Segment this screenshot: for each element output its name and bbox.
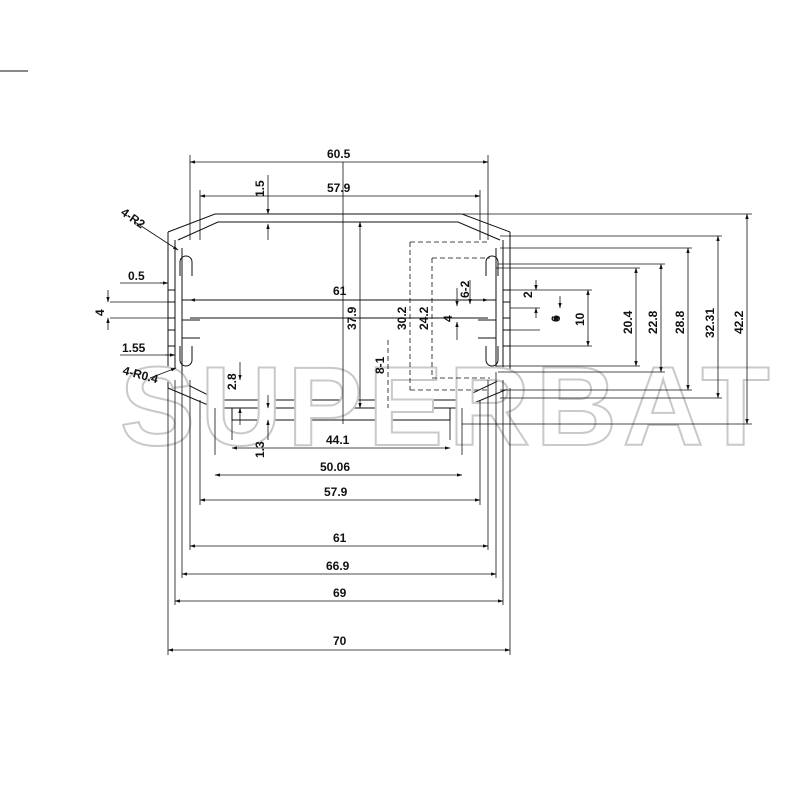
dim-2-8: 2.8 xyxy=(225,373,239,390)
dim-69: 69 xyxy=(333,586,347,600)
dim-4-left: 4 xyxy=(93,309,107,316)
watermark: SUPERBAT xyxy=(120,344,776,469)
dim-60-5: 60.5 xyxy=(327,147,351,161)
dim-1-55: 1.55 xyxy=(122,341,146,355)
dim-20-4: 20.4 xyxy=(621,310,635,334)
dim-10: 10 xyxy=(573,312,587,326)
dim-6-2: 6-2 xyxy=(458,280,472,298)
dim-44-1: 44.1 xyxy=(326,433,350,447)
dim-1-3: 1.3 xyxy=(253,441,267,458)
dim-6-right: 6 xyxy=(549,315,563,322)
dimension-lines xyxy=(106,160,749,652)
dim-61-bottom: 61 xyxy=(333,531,347,545)
dim-30-2: 30.2 xyxy=(395,306,409,330)
dim-0-5: 0.5 xyxy=(128,269,145,283)
dim-61-mid: 61 xyxy=(333,284,347,298)
dim-70: 70 xyxy=(333,634,347,648)
extension-lines xyxy=(110,155,752,655)
dim-57-9-bottom: 57.9 xyxy=(324,485,348,499)
dim-8-1: 8-1 xyxy=(373,356,387,374)
dim-1-5: 1.5 xyxy=(253,180,267,197)
dim-24-2: 24.2 xyxy=(417,306,431,330)
dim-4-mid: 4 xyxy=(441,315,455,322)
dim-37-9: 37.9 xyxy=(345,306,359,330)
dim-22-8: 22.8 xyxy=(646,310,660,334)
dim-50-06: 50.06 xyxy=(320,460,350,474)
dim-42-2: 42.2 xyxy=(732,310,746,334)
dim-66-9: 66.9 xyxy=(326,559,350,573)
dim-57-9-top: 57.9 xyxy=(327,181,351,195)
dim-2-right: 2 xyxy=(521,291,535,298)
dim-28-8: 28.8 xyxy=(673,310,687,334)
dim-32-31: 32.31 xyxy=(703,308,717,338)
